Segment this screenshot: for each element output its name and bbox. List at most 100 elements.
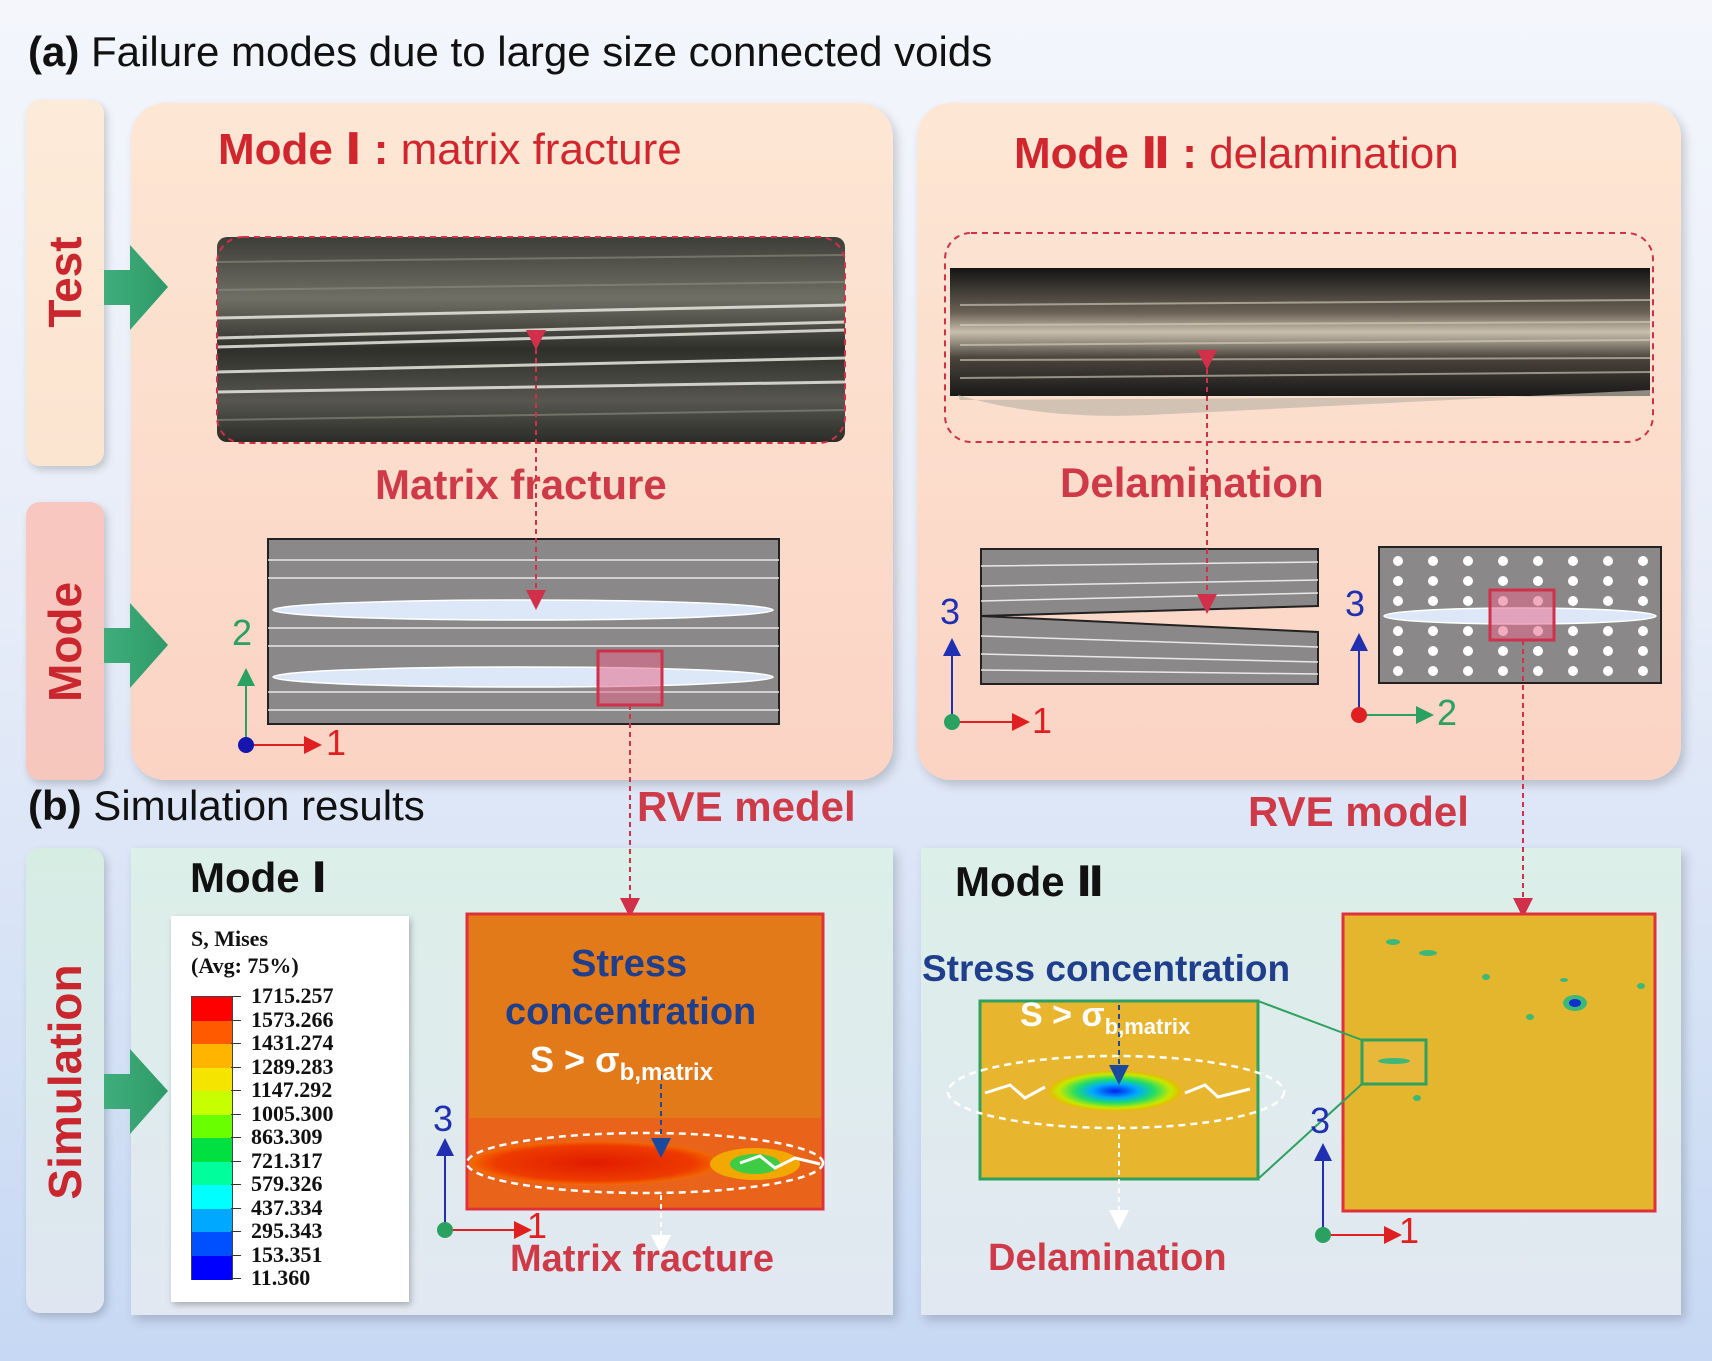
mode1-axis-horizontal: 1 [326,722,347,763]
legend-value: 1005.300 [251,1100,334,1126]
sim2-criterion-main: S > σ [1020,996,1105,1034]
legend-tick [231,996,241,997]
legend-tick [231,1184,241,1185]
sim1-axis-vertical: 3 [433,1098,454,1139]
sim1-title: Mode Ⅰ [190,854,327,901]
legend-color-band [192,1185,232,1210]
legend-value: 437.334 [251,1194,323,1220]
legend-color-band [192,997,232,1022]
sim1-result-label: Matrix fracture [510,1238,774,1280]
legend-title-line1: S, Mises [191,926,268,951]
mode1-title: Mode Ⅰ : matrix fracture [218,124,682,175]
sim1-axes [436,1138,532,1239]
mode2-right-axis-vertical: 3 [1345,583,1366,624]
sim2-stress-label: Stress concentration [922,948,1291,989]
fiber-dot [1638,646,1648,656]
fiber-dot [1393,666,1403,676]
legend-color-band [192,1067,232,1092]
legend-value: 1147.292 [251,1077,333,1102]
legend-color-band [192,1161,232,1186]
section-b-title: (b) Simulation results [28,782,425,830]
fiber-dot [1498,556,1508,566]
fiber-dot [1603,646,1613,656]
fiber-dot [1533,666,1543,676]
mode1-photo-highlight [216,236,846,444]
legend-value: 1289.283 [251,1053,334,1079]
mode1-schematic [267,538,780,725]
fiber-dot [1568,666,1578,676]
legend-tick [231,1137,241,1138]
fiber-dot [1638,666,1648,676]
legend-color-band [192,1138,232,1163]
legend-tick [231,1207,241,1209]
fiber-dot [1463,666,1473,676]
fiber-dot [1393,646,1403,656]
fiber-dot [1393,626,1403,636]
fiber-dot [1603,666,1613,676]
legend-value: 295.343 [251,1218,323,1243]
fiber-dot [1603,596,1613,606]
test-arrow [104,245,168,330]
legend-color-band [192,1114,232,1139]
sim2-criterion-sub: b,matrix [1104,1013,1191,1039]
legend-color-band [192,1208,232,1233]
simulation-tab [26,848,104,1313]
fiber-dot [1498,576,1508,586]
legend-tick [231,1160,241,1162]
legend-color-bar [191,996,233,1280]
fiber-dot [1568,576,1578,586]
simulation-arrow [104,1049,168,1134]
section-b-text: Simulation results [81,782,425,829]
fiber-dot [1638,626,1648,636]
fiber-dot [1428,666,1438,676]
sim1-stress-label-line1: Stress [571,943,688,985]
legend-value: 153.351 [251,1241,323,1267]
mode2-left-axis-horizontal: 1 [1032,700,1053,741]
sim2-axes [1314,1143,1402,1244]
fiber-dot [1463,556,1473,566]
mode2-right-axis-horizontal: 2 [1437,692,1458,733]
legend-tick [231,1019,241,1021]
legend-color-band [192,1091,232,1116]
legend-color-band [192,1255,232,1280]
legend-tick [231,1254,241,1256]
fiber-dot [1428,596,1438,606]
fiber-dot [1568,596,1578,606]
mode1-title-bold: Mode Ⅰ : [218,125,389,174]
mode2-title-rest: delamination [1196,129,1459,178]
legend-tick [231,1066,241,1068]
mode1-test-photo [216,237,846,442]
legend-tick [231,1043,241,1044]
legend-value: 863.309 [251,1124,323,1149]
legend-title-line2: (Avg: 75%) [191,953,299,978]
sim2-title: Mode Ⅱ [955,858,1104,905]
fiber-dot [1603,556,1613,566]
sim1-contour [465,912,825,1211]
fiber-dot [1603,626,1613,636]
fiber-dot [1568,626,1578,636]
mode2-right-axes [1350,633,1434,724]
fiber-dot [1463,596,1473,606]
mode1-axes [237,668,322,754]
sim2-axis-horizontal: 1 [1399,1210,1420,1251]
legend-tick [231,1278,241,1279]
fiber-dot [1533,556,1543,566]
legend-tick [231,1090,241,1091]
mode1-title-rest: matrix fracture [388,125,682,174]
sim2-result-label: Delamination [988,1237,1227,1279]
sim1-axis-horizontal: 1 [527,1205,548,1246]
mode2-photo-label: Delamination [1060,459,1324,506]
legend-value: 721.317 [251,1147,323,1173]
sim2-axis-vertical: 3 [1310,1100,1331,1141]
mode2-left-axis-vertical: 3 [940,591,961,632]
mode2-rve-label: RVE model [1248,788,1469,835]
mode1-axis-vertical: 2 [232,612,253,653]
section-b-label: (b) [28,782,82,829]
sim1-criterion-sub: b,matrix [619,1059,714,1087]
legend-value: 1573.266 [251,1006,334,1032]
sim2-main-contour [1341,912,1657,1213]
sim1-criterion: S > σb,matrix [530,1039,713,1087]
fiber-dot [1568,646,1578,656]
